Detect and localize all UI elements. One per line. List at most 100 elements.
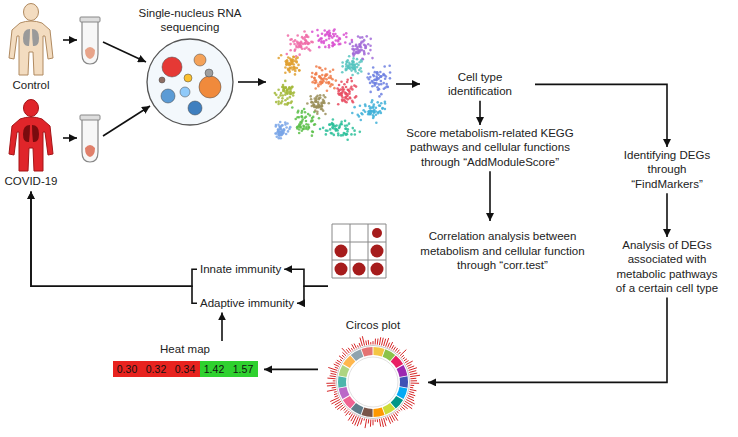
umap-dot [313,77,316,80]
correlation-dot [335,263,348,276]
umap-dot [282,88,285,91]
nucleus-dot [159,77,165,83]
umap-dot [319,76,322,79]
umap-dot [306,41,309,44]
umap-dot [332,41,335,44]
umap-dot [354,96,357,99]
umap-dot [349,67,352,70]
umap-dot [369,38,372,41]
umap-dot [376,71,379,74]
umap-dot [359,36,362,39]
umap-dot [276,131,279,134]
sample-tube [80,17,100,64]
umap-dot [351,100,354,103]
umap-dot [317,85,320,88]
umap-dot [338,126,341,129]
umap-dot [335,79,338,82]
umap-dot [285,126,288,129]
flow-arrow [479,101,481,125]
umap-dot [301,118,304,121]
umap-dot [370,106,373,109]
umap-dot [361,113,364,116]
umap-dot [320,108,323,111]
umap-dot [338,43,341,46]
correlation-dot [372,228,382,238]
node-picture [3,98,59,172]
umap-dot [370,110,373,113]
umap-dot [319,37,322,40]
umap-dot [307,123,310,126]
umap-dot [340,123,343,126]
umap-dot [305,46,308,49]
umap-dot [341,96,344,99]
umap-dot [331,132,334,135]
umap-dot [287,130,290,133]
umap-dot [324,46,327,49]
umap-dot [344,127,347,130]
umap-dot [351,63,354,66]
umap-dot [284,66,287,69]
umap-dot [315,106,318,109]
umap-dot [309,114,312,117]
umap-dot [321,78,324,81]
umap-dot [349,43,352,46]
umap-dot [345,36,348,39]
umap-dot [318,46,321,49]
umap-dot [301,36,304,39]
umap-dot [389,71,392,74]
umap-dot [284,80,287,83]
umap-dot [299,121,302,124]
umap-dot [316,29,319,32]
umap-dot [300,40,303,43]
umap-dot [305,34,308,37]
umap-dot [321,104,324,107]
umap-dot [378,83,381,86]
figure-body [9,117,53,171]
umap-dot [321,33,324,36]
umap-dot [320,41,323,44]
node-label: Single-nucleus RNA sequencing [130,6,250,35]
umap-dot [277,96,280,99]
correlation-grid [332,224,386,278]
umap-dot [281,124,284,127]
umap-dot [301,129,304,132]
umap-dot [287,102,290,105]
umap-dot [380,102,383,105]
umap-dot [328,123,331,126]
umap-dot [328,123,331,126]
umap-dot [369,45,372,48]
umap-dot [279,131,282,134]
umap-dot [327,81,330,84]
umap-dot [345,133,348,136]
umap-dot [372,74,375,77]
umap-dot [294,70,297,73]
nucleus-dot [162,57,182,77]
umap-dot [328,34,331,37]
umap-dot [295,46,298,49]
umap-dot [331,42,334,45]
umap-dot [280,92,283,95]
umap-dot [357,72,360,75]
umap-dot [275,94,278,97]
umap-dot [357,48,360,51]
umap-dot [279,121,282,124]
umap-dot [333,35,336,38]
flow-arrow [666,193,668,237]
umap-dot [353,106,356,109]
umap-dot [311,130,314,133]
umap-dot [328,81,331,84]
umap-dot [296,111,299,114]
umap-dot [383,65,386,68]
umap-dot [375,113,378,116]
correlation-dot [353,263,366,276]
umap-dot [329,85,332,88]
umap-dot [301,116,304,119]
umap-dot [323,29,326,32]
umap-dot [352,54,355,57]
umap-dot [359,45,362,48]
umap-dot [324,34,327,37]
umap-dot [274,132,277,135]
umap-dot [351,74,354,77]
umap-dot [314,123,317,126]
nucleus-dot [161,89,175,103]
